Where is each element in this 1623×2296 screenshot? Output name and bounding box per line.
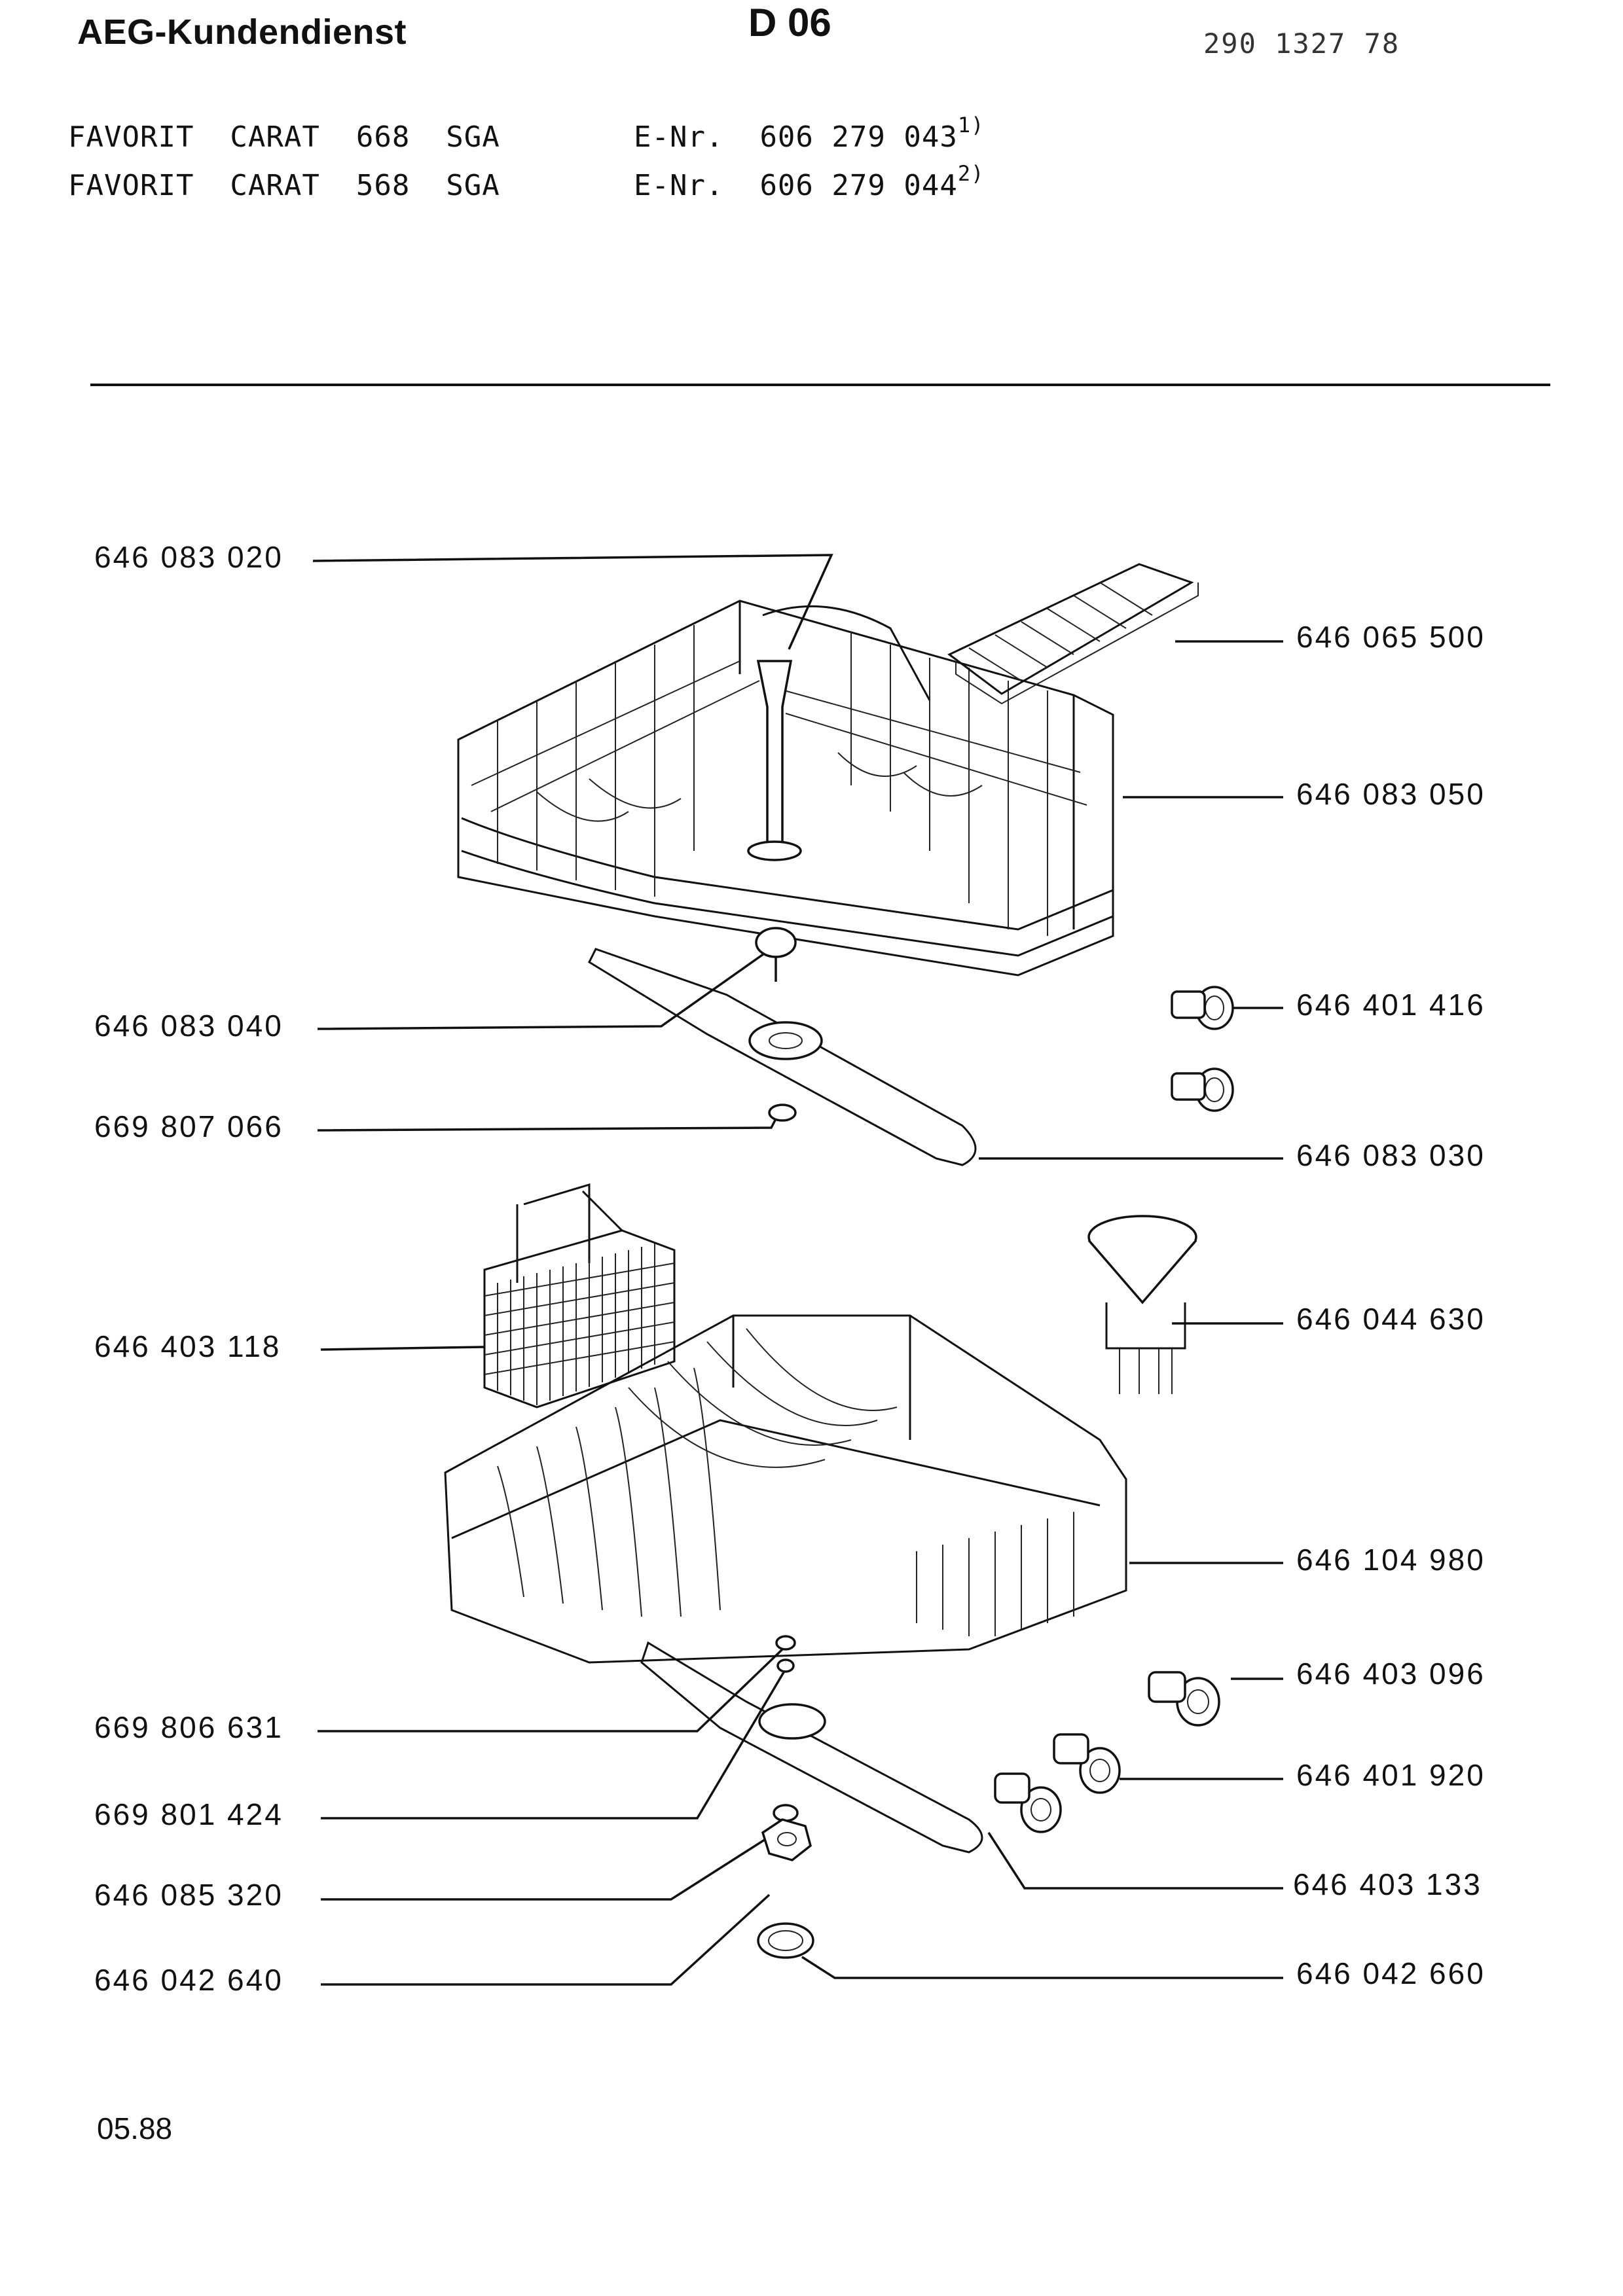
leader-669-807-066 — [317, 1112, 780, 1132]
washer-shape — [768, 1103, 797, 1122]
lower-wheels-drawing — [994, 1671, 1220, 1833]
part-number-left: 646 083 040 — [94, 1009, 283, 1043]
part-number-left: 646 085 320 — [94, 1878, 283, 1912]
ring-shape — [757, 1922, 814, 1959]
model-name: FAVORIT CARAT 668 SGA — [68, 120, 500, 154]
lower-washer-shape — [775, 1635, 796, 1651]
cutlery-basket-drawing — [483, 1183, 676, 1408]
leader-646-403-118 — [320, 1346, 485, 1351]
hex-nut-shape — [761, 1818, 812, 1861]
part-number-left: 646 042 640 — [94, 1963, 283, 1997]
part-number-right: 646 401 920 — [1296, 1758, 1486, 1792]
leader-669-806-631 — [318, 1648, 784, 1732]
footer-date: 05.88 — [97, 2111, 173, 2145]
leader-669-801-424 — [321, 1668, 787, 1820]
part-number-left: 646 403 118 — [94, 1329, 282, 1363]
part-number-right: 646 403 133 — [1293, 1867, 1482, 1901]
upper-spray-arm-drawing — [588, 927, 977, 1166]
part-number-right: 646 403 096 — [1296, 1657, 1486, 1691]
model-name: FAVORIT CARAT 568 SGA — [68, 169, 500, 202]
part-number-right: 646 042 660 — [1296, 1956, 1486, 1990]
part-number-right: 646 065 500 — [1296, 620, 1486, 654]
lower-seal-shape — [776, 1659, 795, 1673]
header-divider — [90, 384, 1550, 386]
leader-646-042-660 — [801, 1956, 1283, 1979]
model-enr-2: E-Nr. 606 279 0442) — [634, 161, 984, 202]
enr-number: 606 279 044 — [759, 169, 958, 202]
part-number-right: 646 044 630 — [1296, 1302, 1486, 1336]
spray-tube-shape — [756, 660, 793, 846]
lower-spray-arm-drawing — [640, 1635, 983, 1959]
funnel-drawing — [1087, 1215, 1197, 1394]
upper-basket-drawing — [457, 600, 1114, 977]
part-number-left: 669 801 424 — [94, 1797, 283, 1831]
enr-number: 606 279 043 — [759, 120, 958, 154]
enr-label: E-Nr. — [634, 169, 724, 202]
footnote-mark: 1) — [957, 113, 985, 137]
model-enr-1: E-Nr. 606 279 0431) — [634, 113, 984, 154]
part-number-left: 669 806 631 — [94, 1710, 283, 1744]
leader-646-083-040 — [317, 951, 767, 1030]
part-number-right: 646 083 050 — [1296, 777, 1486, 811]
part-number-right: 646 104 980 — [1296, 1543, 1486, 1577]
spray-arm-nut-shape — [755, 927, 797, 958]
part-number-left: 646 083 020 — [94, 540, 283, 574]
leader-646-042-640 — [321, 1893, 771, 1986]
model-line-2: FAVORIT CARAT 568 SGA — [68, 169, 500, 202]
leader-646-083-020 — [312, 554, 833, 650]
part-number-left: 669 807 066 — [94, 1109, 283, 1143]
document-number: 290 1327 78 — [1203, 27, 1400, 60]
model-line-1: FAVORIT CARAT 668 SGA — [68, 120, 500, 154]
brand-title: AEG-Kundendienst — [77, 12, 407, 52]
leader-646-085-320 — [321, 1831, 776, 1901]
cup-rack-drawing — [947, 563, 1199, 705]
enr-label: E-Nr. — [634, 120, 724, 154]
footnote-mark: 2) — [957, 161, 985, 186]
upper-wheels-drawing — [1171, 986, 1234, 1112]
leader-646-403-133 — [987, 1832, 1283, 1890]
part-number-right: 646 401 416 — [1296, 988, 1486, 1022]
lower-basket-drawing — [444, 1314, 1127, 1664]
sheet-code: D 06 — [748, 1, 831, 45]
part-number-right: 646 083 030 — [1296, 1138, 1486, 1172]
